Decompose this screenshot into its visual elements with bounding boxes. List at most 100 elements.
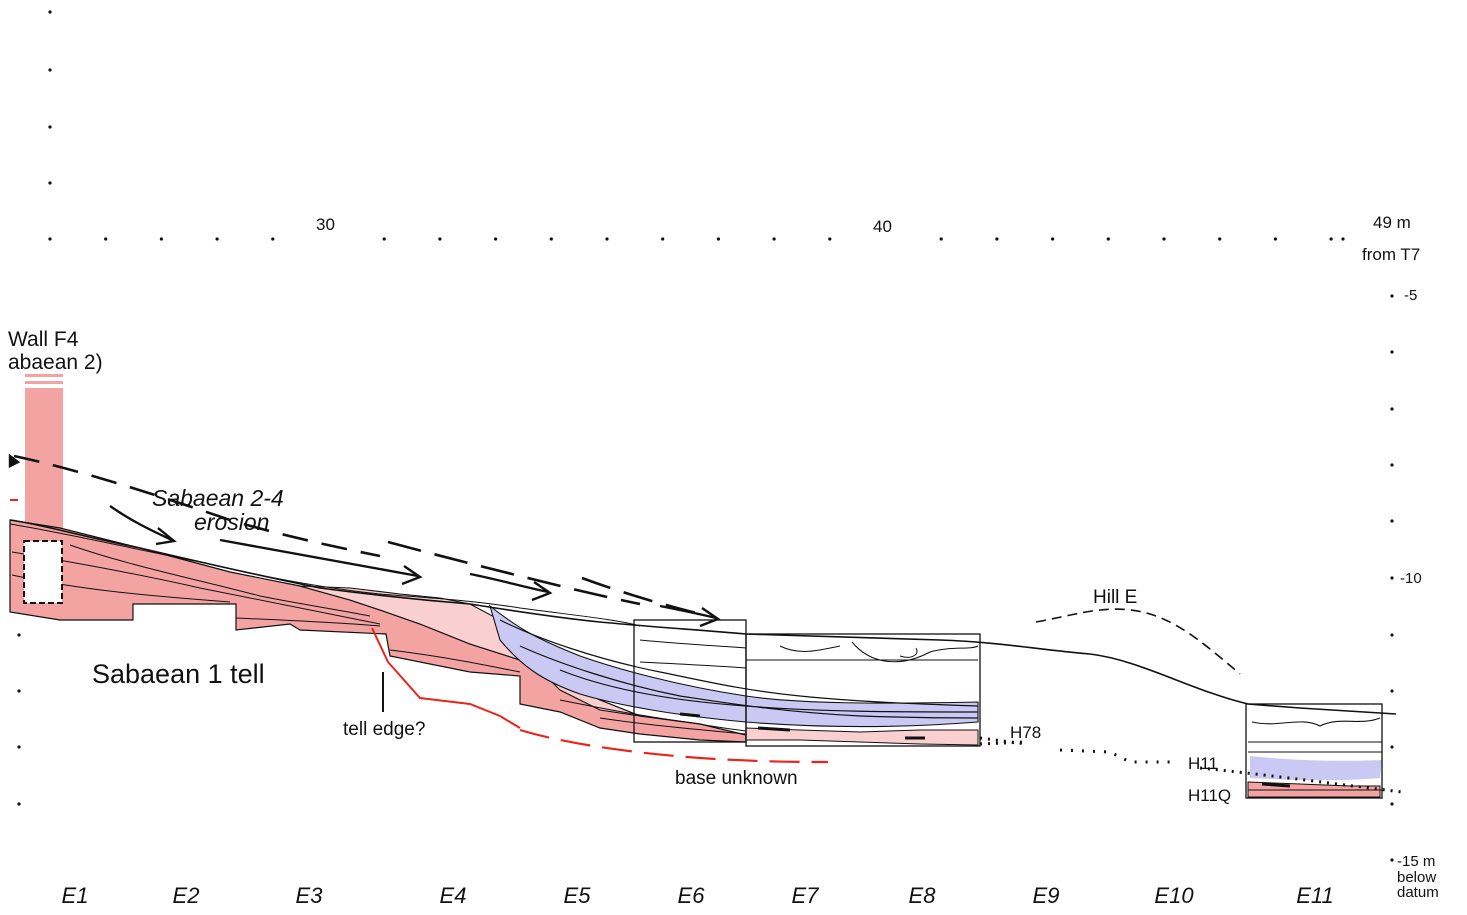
- erosion-arrow-shaft-4: [659, 604, 717, 620]
- grid-dot: [1341, 237, 1345, 241]
- grid-dot: [1390, 802, 1394, 806]
- grid-dot: [17, 633, 21, 637]
- top-tick-30: 30: [316, 215, 335, 234]
- label-tell-edge: tell edge?: [343, 719, 425, 740]
- wall-f4-band-1: [25, 374, 63, 377]
- grid-dot: [939, 237, 943, 241]
- label-wall-f4-period: abaean 2): [8, 351, 103, 374]
- trench-label-e2: E2: [173, 883, 200, 908]
- label-hill-e: Hill E: [1093, 587, 1137, 608]
- grid-dot: [48, 237, 52, 241]
- right-axis-unit-2: datum: [1397, 884, 1439, 901]
- sabaean1-deposits: [9, 374, 1381, 798]
- grid-dot: [271, 237, 275, 241]
- grid-dot: [772, 237, 776, 241]
- trench-box-e7-e8: [745, 633, 981, 747]
- grid-dot: [17, 802, 21, 806]
- grid-dot: [1390, 294, 1394, 298]
- label-h11: H11: [1188, 754, 1218, 773]
- blue-deposits: [488, 604, 1382, 781]
- grid-dot: [995, 237, 999, 241]
- grid-dot: [1390, 633, 1394, 637]
- ground-surface-2: [9, 523, 641, 627]
- e1-box: [23, 540, 63, 604]
- grid-dot: [48, 181, 52, 185]
- grid-dot: [605, 237, 609, 241]
- grid-dot: [1390, 858, 1394, 862]
- trench-label-e4: E4: [440, 883, 467, 908]
- erosion-line-1: [13, 454, 381, 558]
- grid-dot: [159, 237, 163, 241]
- right-axis: -5 -10 -15 m below datum: [1397, 287, 1439, 901]
- arrowhead-2: [401, 565, 423, 586]
- grid-dot: [48, 125, 52, 129]
- grid-dot: [828, 237, 832, 241]
- grid-dot: [1390, 519, 1394, 523]
- trench-label-e3: E3: [296, 883, 324, 908]
- arrowhead-1: [155, 527, 177, 546]
- grid-dot: [1390, 576, 1394, 580]
- grid-dot: [1390, 745, 1394, 749]
- grid-dot: [48, 10, 52, 14]
- top-axis-unit: from T7: [1362, 245, 1420, 264]
- grid-dot: [1051, 237, 1055, 241]
- e11-strata: [1248, 717, 1382, 791]
- grid-dot: [17, 689, 21, 693]
- red-base-dashed: [519, 728, 829, 764]
- grid-dots: [17, 10, 1394, 862]
- dashed-lines: [8, 453, 1403, 794]
- trench-label-e8: E8: [909, 883, 937, 908]
- grid-dot: [1390, 689, 1394, 693]
- arrowhead-left: [8, 453, 21, 468]
- erosion-arrow-shaft-1: [109, 505, 173, 542]
- grid-dot: [494, 237, 498, 241]
- right-tick-5: -5: [1404, 287, 1417, 304]
- arrowhead-3: [531, 581, 553, 602]
- erosion-arrow-shaft-3: [469, 572, 549, 594]
- grid-dot: [1162, 237, 1166, 241]
- h-dotted-mid: [1059, 748, 1176, 764]
- trench-label-e9: E9: [1033, 883, 1060, 908]
- grid-dot: [549, 237, 553, 241]
- grid-dot: [48, 68, 52, 72]
- ink-fragments: [679, 712, 1291, 788]
- e7-e8-rubble: [779, 641, 979, 663]
- grid-dot: [382, 237, 386, 241]
- label-h78: H78: [1010, 723, 1041, 742]
- trench-label-e10: E10: [1154, 883, 1194, 908]
- tell-body-dark: [9, 519, 747, 743]
- red-tell-edge-line: [371, 627, 521, 729]
- strata-lines-red: [11, 544, 747, 735]
- trench-label-e6: E6: [678, 883, 706, 908]
- label-erosion-2: erosion: [194, 509, 269, 535]
- blue-layer-e11: [1250, 756, 1382, 781]
- grid-dot: [1218, 237, 1222, 241]
- grid-dot: [1390, 407, 1394, 411]
- wall-f4-band-2: [25, 381, 63, 384]
- erosion-line-2: [387, 540, 641, 606]
- grid-dot: [1106, 237, 1110, 241]
- top-tick-40: 40: [873, 217, 892, 236]
- tell-pink-e7-e8: [745, 727, 979, 746]
- trench-box-e11: [1245, 703, 1383, 799]
- label-h11q: H11Q: [1188, 786, 1231, 805]
- grid-dot: [716, 237, 721, 241]
- label-wall-f4: Wall F4: [8, 328, 79, 351]
- label-base-unknown: base unknown: [675, 768, 798, 789]
- grid-dot: [1329, 237, 1333, 241]
- erosion-arrow-shaft-2: [219, 538, 419, 578]
- grid-dot: [215, 237, 219, 241]
- right-tick-15: -15 m: [1397, 853, 1435, 870]
- trench-label-e7: E7: [792, 883, 820, 908]
- grid-dot: [1390, 463, 1394, 467]
- grid-dot: [1390, 350, 1394, 354]
- trench-label-e1: E1: [62, 883, 89, 908]
- profile-lines: [9, 519, 1397, 799]
- grid-dot: [438, 237, 442, 241]
- arrowhead-4: [699, 607, 721, 628]
- annotations: Wall F4 abaean 2) Sabaean 2-4 erosion Sa…: [8, 328, 1231, 805]
- grid-dot: [1273, 237, 1277, 241]
- wall-f4-band-3: [25, 388, 63, 391]
